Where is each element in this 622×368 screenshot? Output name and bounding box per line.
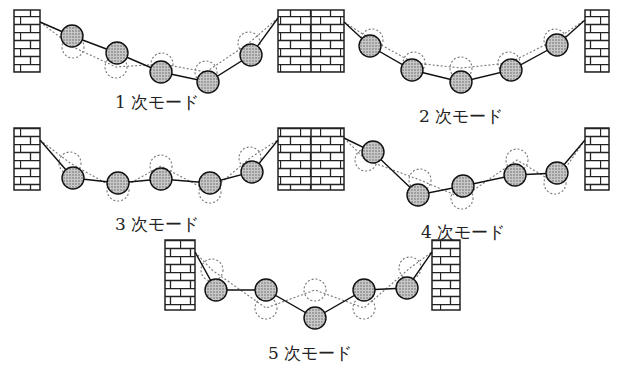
mode-label: 4 次モード — [421, 222, 505, 242]
masses — [61, 25, 568, 329]
dotted-chains — [40, 18, 585, 319]
solid-chains — [40, 18, 585, 318]
mode-label: 1 次モード — [115, 92, 199, 112]
mode-label: 3 次モード — [115, 214, 199, 234]
mode-label: 2 次モード — [419, 106, 503, 126]
mode-label: 5 次モード — [268, 343, 352, 363]
brick-walls — [14, 10, 609, 310]
